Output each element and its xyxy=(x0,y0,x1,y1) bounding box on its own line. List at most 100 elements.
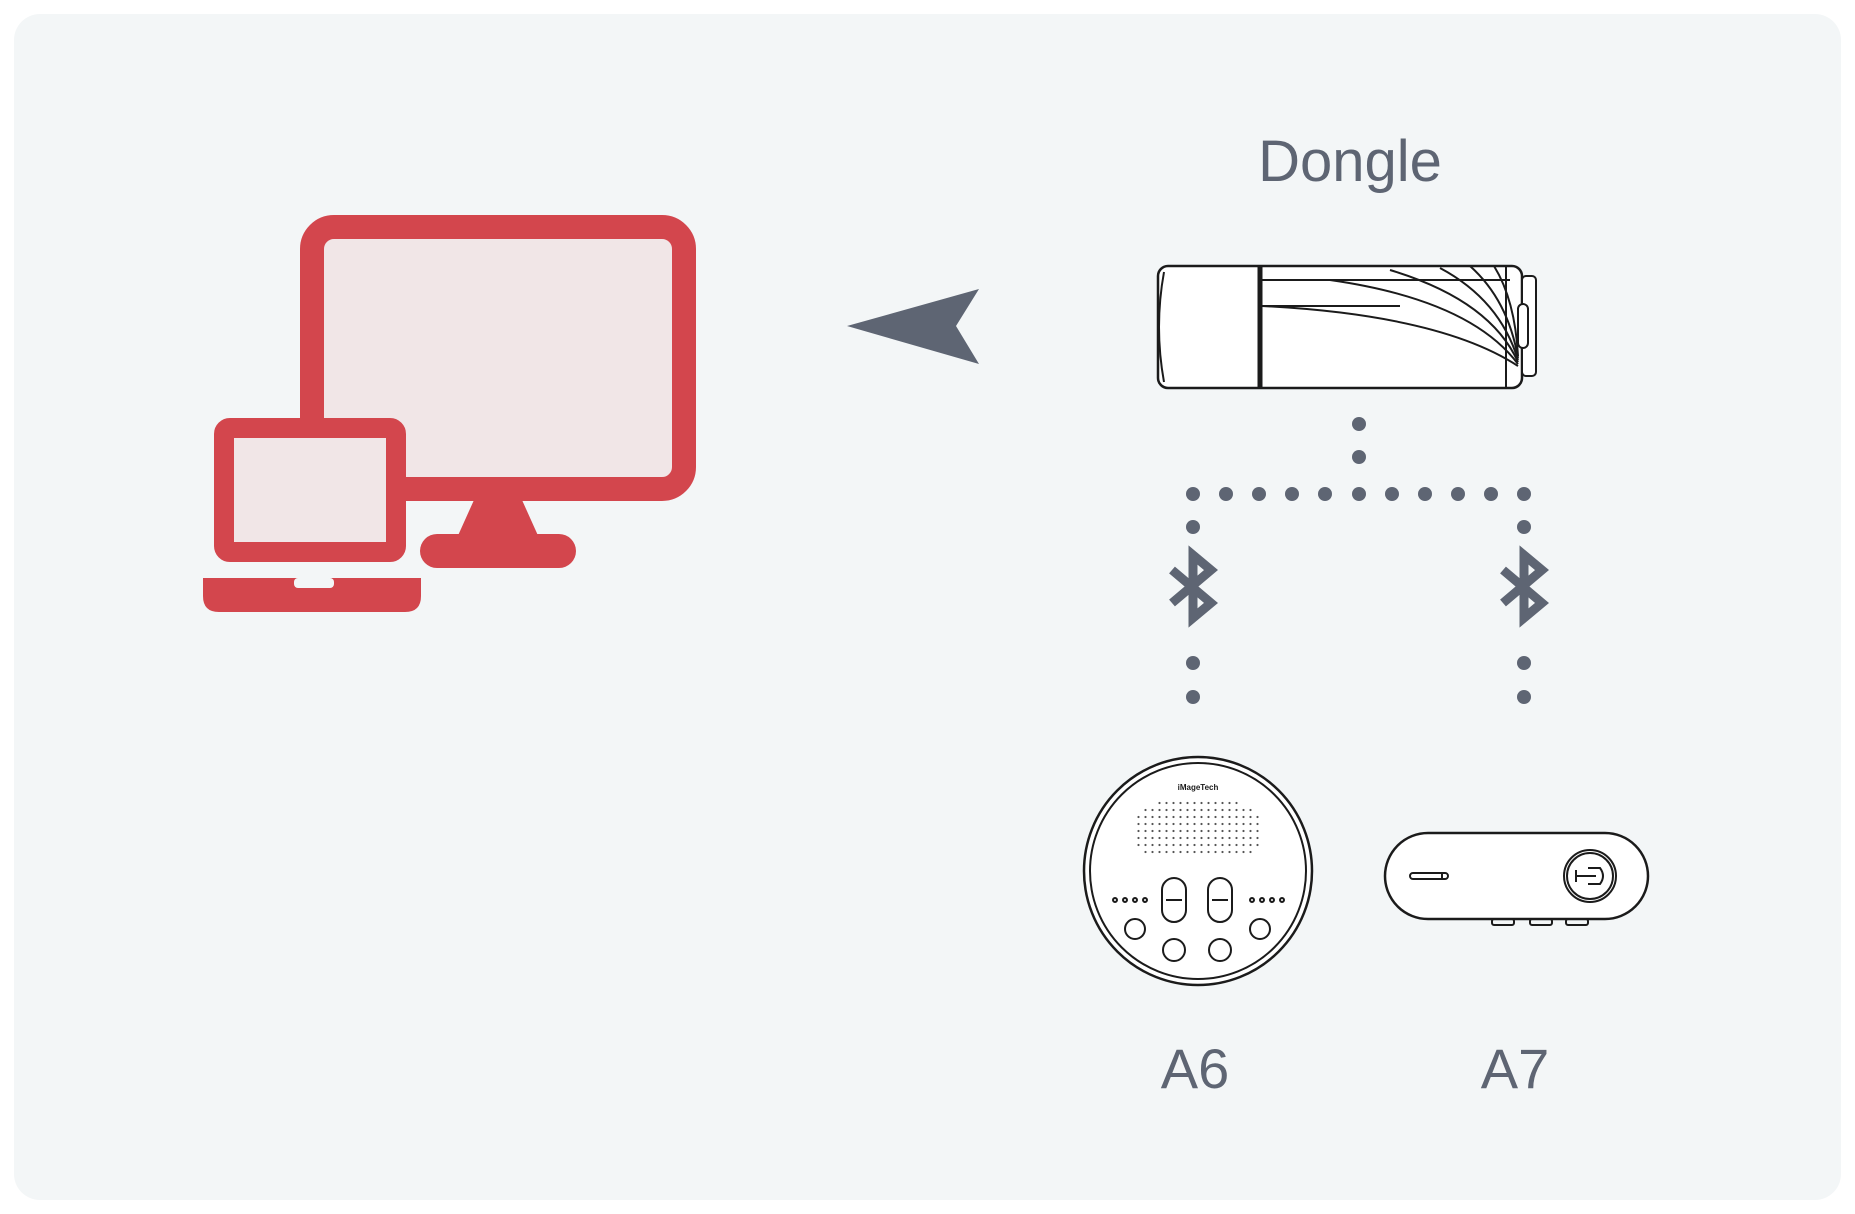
grille-dot xyxy=(1242,815,1245,819)
grille-dot xyxy=(1221,822,1224,826)
grille-dot xyxy=(1235,836,1238,840)
grille-dot xyxy=(1193,808,1196,812)
right-toggle-slider xyxy=(1207,877,1233,923)
grille-dot xyxy=(1151,822,1154,826)
grille-dot xyxy=(1151,850,1154,854)
left-toggle-slider xyxy=(1161,877,1187,923)
grille-dot xyxy=(1256,843,1259,847)
grille-dot xyxy=(1256,822,1259,826)
grille-dot xyxy=(1228,850,1231,854)
grille-dot xyxy=(1235,850,1238,854)
grille-dot xyxy=(1200,822,1203,826)
grille-dot xyxy=(1242,822,1245,826)
button-circle xyxy=(1162,938,1186,962)
grille-dot xyxy=(1144,836,1147,840)
grille-dot xyxy=(1200,850,1203,854)
grille-dot xyxy=(1249,822,1252,826)
grille-dot xyxy=(1207,801,1210,805)
grille-dot xyxy=(1228,843,1231,847)
grille-dot xyxy=(1207,836,1210,840)
grille-dot xyxy=(1172,843,1175,847)
grille-dot xyxy=(1207,843,1210,847)
grille-dot xyxy=(1158,801,1161,805)
usb-dongle-icon xyxy=(1156,264,1537,390)
grille-dot xyxy=(1200,808,1203,812)
grille-dot xyxy=(1249,808,1252,812)
grille-dot xyxy=(1200,815,1203,819)
grille-dot xyxy=(1179,836,1182,840)
grille-dot xyxy=(1179,822,1182,826)
dongle-label: Dongle xyxy=(1258,129,1442,194)
grille-dot xyxy=(1158,836,1161,840)
grille-dot xyxy=(1242,808,1245,812)
grille-dot xyxy=(1179,808,1182,812)
grille-dot xyxy=(1235,829,1238,833)
grille-dot xyxy=(1214,808,1217,812)
monitor-icon xyxy=(300,215,696,568)
grille-dot xyxy=(1214,829,1217,833)
grille-dot xyxy=(1256,815,1259,819)
grille-dot xyxy=(1221,850,1224,854)
device-brand-text: iMageTech xyxy=(1178,783,1219,792)
grille-dot xyxy=(1214,822,1217,826)
grille-dot xyxy=(1151,808,1154,812)
grille-dot xyxy=(1193,829,1196,833)
grille-dot xyxy=(1256,829,1259,833)
grille-dot xyxy=(1186,808,1189,812)
grille-dot xyxy=(1179,815,1182,819)
grille-dot xyxy=(1144,843,1147,847)
grille-dot xyxy=(1151,829,1154,833)
grille-dot xyxy=(1172,801,1175,805)
grille-dot xyxy=(1158,815,1161,819)
grille-dot xyxy=(1221,829,1224,833)
laptop-icon xyxy=(203,418,421,612)
grille-dot xyxy=(1200,836,1203,840)
grille-dot xyxy=(1235,843,1238,847)
grille-dot xyxy=(1221,808,1224,812)
grille-dot xyxy=(1165,822,1168,826)
grille-dot xyxy=(1165,850,1168,854)
grille-dot xyxy=(1186,801,1189,805)
grille-dot xyxy=(1228,801,1231,805)
grille-dot xyxy=(1207,829,1210,833)
grille-dot xyxy=(1249,836,1252,840)
grille-dot xyxy=(1249,829,1252,833)
grille-dot xyxy=(1165,808,1168,812)
grille-dot xyxy=(1214,815,1217,819)
grille-dot xyxy=(1179,843,1182,847)
grille-dot xyxy=(1207,850,1210,854)
grille-dot xyxy=(1165,829,1168,833)
grille-dot xyxy=(1214,843,1217,847)
grille-dot xyxy=(1207,822,1210,826)
button-circle xyxy=(1124,918,1146,940)
grille-dot xyxy=(1165,836,1168,840)
grille-dot xyxy=(1144,815,1147,819)
grille-dot xyxy=(1193,822,1196,826)
grille-dot xyxy=(1228,829,1231,833)
grille-dot xyxy=(1165,815,1168,819)
grille-dot xyxy=(1165,801,1168,805)
grille-dot xyxy=(1186,843,1189,847)
connection-dots xyxy=(1186,417,1531,704)
grille-dot xyxy=(1228,822,1231,826)
right-indicator-leds xyxy=(1249,897,1285,903)
grille-dot xyxy=(1144,822,1147,826)
grille-dot xyxy=(1221,815,1224,819)
grille-dot xyxy=(1186,836,1189,840)
grille-dot xyxy=(1242,843,1245,847)
grille-dot xyxy=(1193,801,1196,805)
grille-dot xyxy=(1193,850,1196,854)
grille-dot xyxy=(1158,843,1161,847)
grille-dot xyxy=(1256,836,1259,840)
grille-dot xyxy=(1221,843,1224,847)
grille-dot xyxy=(1242,850,1245,854)
grille-dot xyxy=(1158,808,1161,812)
grille-dot xyxy=(1172,808,1175,812)
grille-dot xyxy=(1193,843,1196,847)
grille-dot xyxy=(1200,829,1203,833)
button-circle xyxy=(1208,938,1232,962)
grille-dot xyxy=(1228,815,1231,819)
grille-dot xyxy=(1186,829,1189,833)
grille-dot xyxy=(1207,815,1210,819)
grille-dot xyxy=(1137,843,1140,847)
